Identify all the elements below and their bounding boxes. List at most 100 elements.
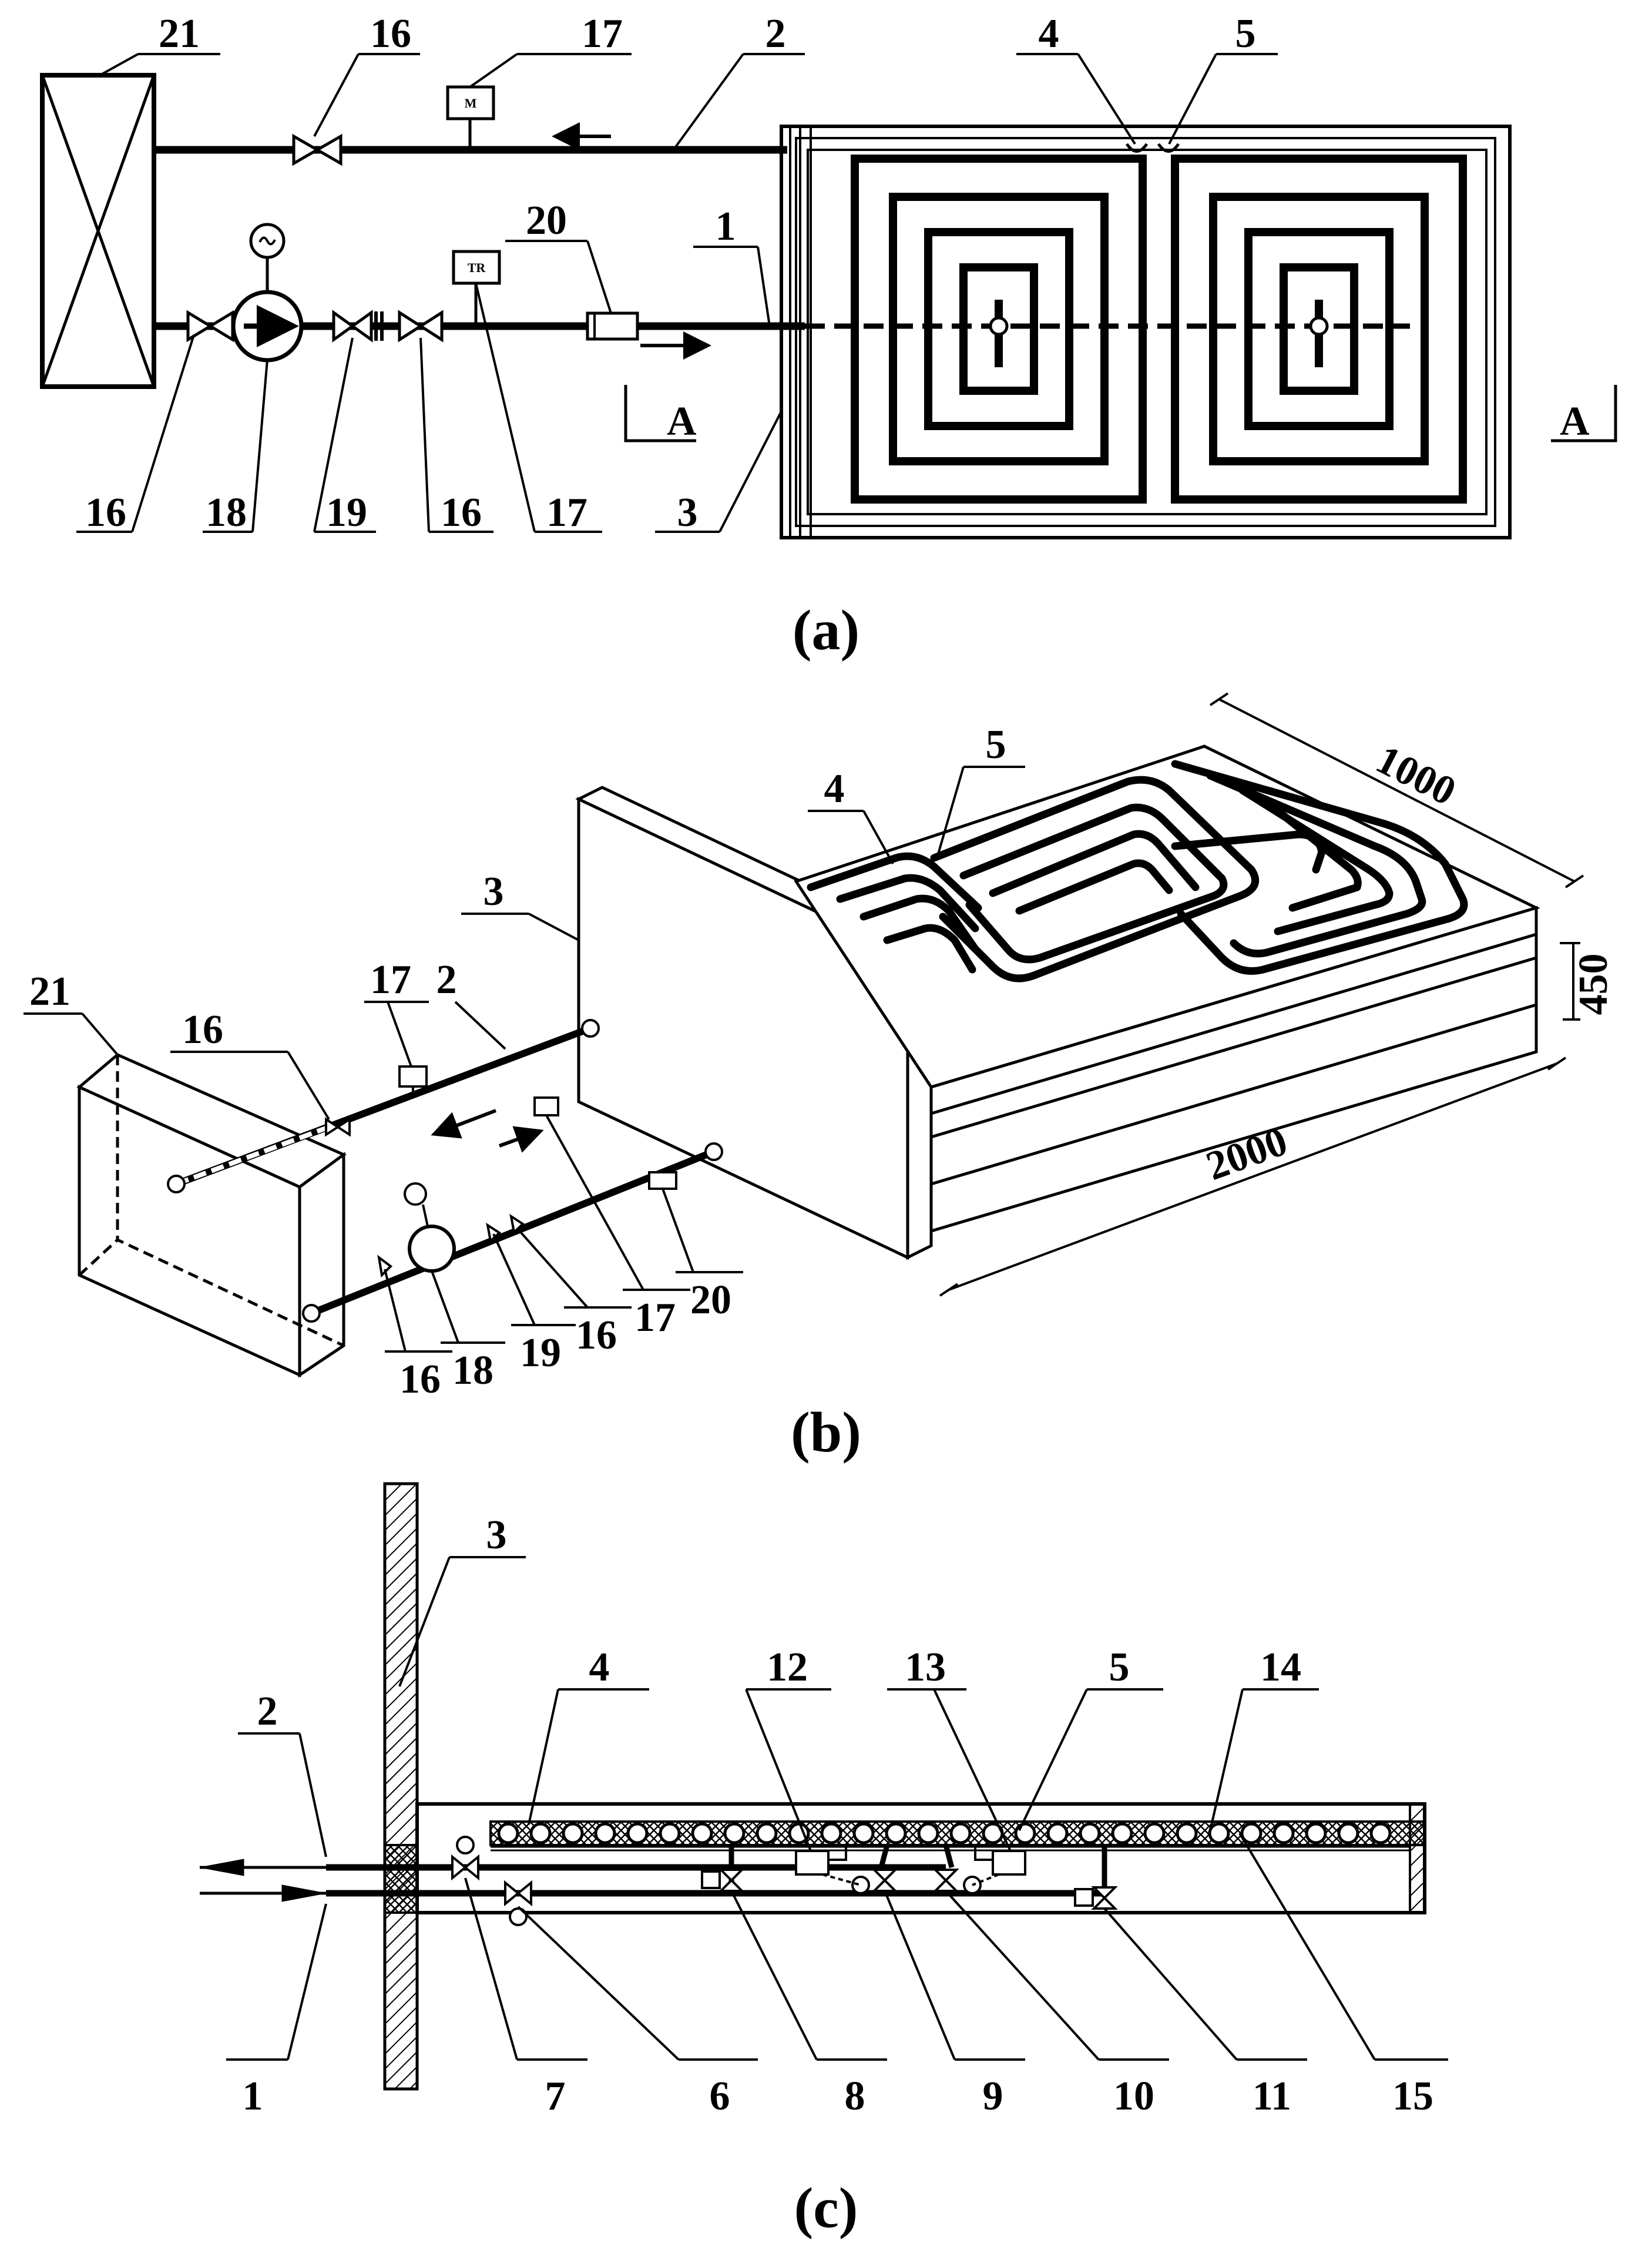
label-b-17: 17 [370,957,411,1002]
label-c-4: 4 [589,1645,610,1690]
label-b-4: 4 [824,766,845,811]
label-c-7: 7 [545,2074,566,2119]
pipe-section-circle [949,1822,972,1844]
pipe-section-circle [1305,1822,1327,1844]
pipe-section-circle [1272,1822,1295,1844]
label-16-top: 16 [370,11,411,56]
caption-a: (a) [793,599,859,662]
floor-slab-plan [780,125,1512,539]
label-c-11: 11 [1253,2074,1291,2119]
pipe-section-circle [723,1822,746,1844]
pipe-section-circle [1046,1822,1069,1844]
label-19: 19 [326,490,367,535]
label-3: 3 [677,490,698,535]
label-2: 2 [765,11,786,56]
pipe-coils-3d [807,760,1468,982]
label-b-5: 5 [986,722,1006,767]
pipe-section-circle [1176,1822,1198,1844]
section-mark-left: A [624,385,697,444]
svg-text:M: M [465,96,477,110]
caption-c: (c) [794,2176,858,2240]
pipe-section-circle [1369,1822,1392,1844]
pipe-cross-sections [497,1822,1392,1844]
label-b-16-a: 16 [399,1357,441,1402]
panel-c-pipes [199,1844,1107,1902]
valve-16-left [186,310,234,343]
pipe-section-circle [756,1822,778,1844]
pipe-section-circle [691,1822,713,1844]
panel-c: 3 2 4 12 13 5 14 1 7 6 8 9 10 11 15 (c) [199,1482,1448,2240]
dimension-depth: 1000 [1369,737,1463,814]
pipe-section-circle [1014,1822,1036,1844]
dimension-height: 450 [1571,954,1616,1015]
label-c-1: 1 [243,2074,263,2119]
section-mark-right: A [1551,385,1617,444]
label-17-bottom: 17 [546,490,587,535]
label-18: 18 [206,490,247,535]
panel-c-labels [226,1556,1448,2061]
label-c-2: 2 [257,1689,278,1734]
panel-c-valves [451,1836,1118,1926]
label-17-top: 17 [582,11,623,56]
label-21: 21 [159,11,200,56]
flow-meter-20 [586,311,639,341]
label-b-16-b: 16 [576,1313,617,1358]
label-16-b: 16 [441,490,482,535]
label-c-12: 12 [767,1645,808,1690]
label-b-18: 18 [452,1348,493,1393]
panel-a-labels [76,53,1278,533]
valve-16-top [292,133,343,166]
label-b-3: 3 [483,869,504,914]
label-20: 20 [526,198,567,243]
pipe-section-circle [820,1822,842,1844]
label-c-3: 3 [486,1512,507,1558]
label-c-14: 14 [1260,1645,1301,1690]
label-c-8: 8 [845,2074,865,2119]
pipe-section-circle [1240,1822,1262,1844]
panel-b: 1000 450 2000 4 5 3 17 2 16 21 16 18 19 … [23,692,1616,1464]
temperature-gauge-17-bottom: TR [452,250,501,326]
label-b-2: 2 [436,957,457,1002]
pipe-section-circle [626,1822,649,1844]
pipe-section-circle [594,1822,616,1844]
pressure-gauge-17-top: M [446,85,495,150]
heat-exchanger-21 [40,73,156,389]
svg-text:A: A [667,399,697,444]
pipe-section-circle [497,1822,519,1844]
label-b-19: 19 [520,1330,561,1376]
dimension-lines [939,692,1584,1297]
pipe-section-circle [1079,1822,1101,1844]
pipe-section-circle [852,1822,875,1844]
panel-b-labels [23,766,1025,1353]
inlet-outlet-4-5 [1125,143,1180,153]
pipe-section-circle [562,1822,584,1844]
label-5: 5 [1235,11,1256,56]
label-c-10: 10 [1113,2074,1154,2119]
label-b-16-top: 16 [182,1007,223,1052]
pipe-section-circle [917,1822,939,1844]
pipe-coil-left [851,155,1147,504]
label-b-21: 21 [29,969,70,1014]
slab-section [415,1802,1426,1914]
pipe-section-circle [1143,1822,1166,1844]
check-valve-19 [332,310,384,343]
pump-18 [231,223,304,363]
panel-a: M TR [40,11,1617,662]
svg-text:TR: TR [468,260,486,275]
label-16-a: 16 [85,490,126,535]
svg-text:A: A [1560,399,1590,444]
caption-b: (b) [791,1401,861,1464]
label-c-6: 6 [710,2074,730,2119]
label-b-20: 20 [690,1277,731,1323]
label-b-17-b: 17 [634,1295,676,1340]
wall-3-section [383,1482,419,2091]
pipe-section-circle [659,1822,681,1844]
valve-16-right [398,310,444,343]
label-4: 4 [1039,11,1059,56]
label-c-9: 9 [983,2074,1003,2119]
pipes-3d [167,1019,723,1323]
pipe-section-circle [1337,1822,1359,1844]
pipe-section-circle [885,1822,907,1844]
label-c-13: 13 [905,1645,946,1690]
